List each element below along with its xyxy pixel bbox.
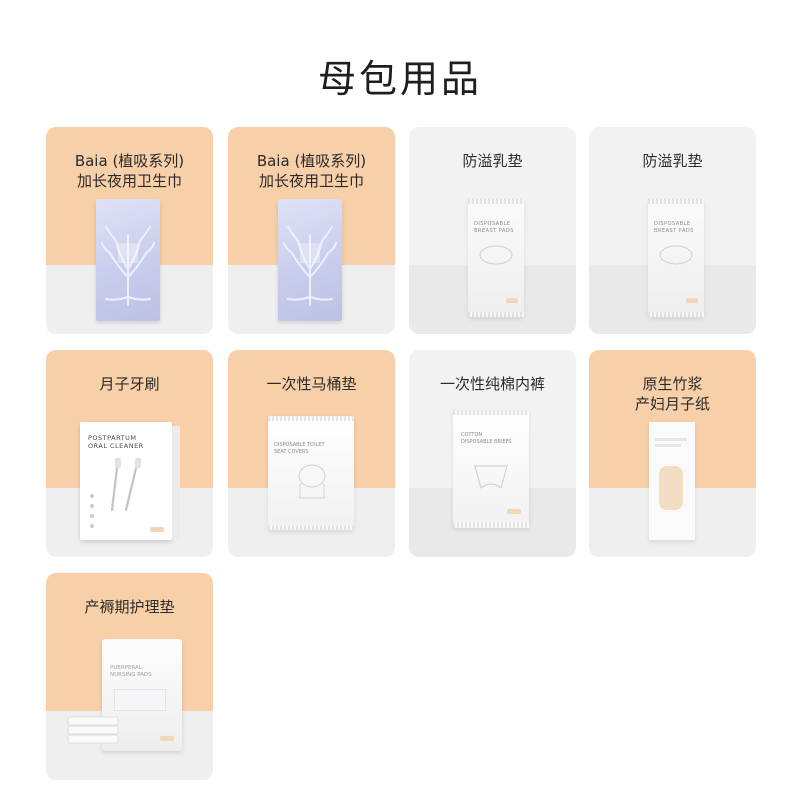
breast-pads-pouch-image: DISPOSABLE BREAST PADS [468, 199, 524, 317]
pouch-text-line: SEAT COVERS [274, 449, 309, 455]
folded-pads-icon [67, 716, 119, 744]
sanitary-pad-bag-image [278, 199, 342, 321]
product-label-line: 原生竹浆 [642, 375, 703, 393]
pouch-seal [268, 416, 354, 421]
pack-text: PUERPERAL NURSING PADS [110, 665, 152, 679]
tree-graphic-icon [283, 226, 337, 306]
box-side [172, 426, 180, 538]
pouch-seal [468, 312, 524, 317]
product-label-line: 一次性纯棉内裤 [439, 375, 545, 393]
pouch-text: COTTON DISPOSABLE BRIEFS [461, 432, 512, 446]
pouch-text-line: DISPOSABLE [654, 221, 691, 227]
product-label-line: 加长夜用卫生巾 [258, 172, 364, 190]
box-text-line: POSTPARTUM [88, 434, 137, 442]
pouch-text-line: DISPOSABLE BRIEFS [461, 439, 512, 445]
pouch-text-line: DISPOSABLE [474, 221, 511, 227]
brand-tag [686, 298, 698, 303]
pouch-text-line: BREAST PADS [474, 228, 514, 234]
product-label-line: 产妇月子纸 [634, 395, 710, 413]
product-label-line: 产褥期护理垫 [84, 598, 175, 616]
pouch-text-line: BREAST PADS [654, 228, 694, 234]
product-card-bamboo-paper[interactable]: 原生竹浆 产妇月子纸 [589, 350, 756, 557]
product-label: 产褥期护理垫 [46, 597, 213, 617]
pouch-seal [468, 199, 524, 204]
product-card-cotton-briefs[interactable]: 一次性纯棉内裤 COTTON DISPOSABLE BRIEFS [409, 350, 576, 557]
breast-pads-pouch-image: DISPOSABLE BREAST PADS [648, 199, 704, 317]
pouch-text: DISPOSABLE TOILET SEAT COVERS [274, 442, 325, 456]
pouch-seal [453, 523, 529, 528]
pouch-seal [268, 525, 354, 530]
pouch-text: DISPOSABLE BREAST PADS [474, 221, 514, 235]
product-label-line: Baia (植吸系列) [256, 152, 367, 170]
product-label-line: Baia (植吸系列) [74, 152, 185, 170]
product-label: 月子牙刷 [46, 374, 213, 394]
product-label: Baia (植吸系列) 加长夜用卫生巾 [228, 151, 395, 191]
toothbrush-icon [110, 458, 141, 512]
pad-illustration-icon [114, 689, 166, 711]
product-card-breast-pads-1[interactable]: 防溢乳垫 DISPOSABLE BREAST PADS [409, 127, 576, 334]
text-placeholder [655, 438, 687, 441]
product-label-line: 一次性马桶垫 [266, 375, 357, 393]
product-label: 一次性纯棉内裤 [409, 374, 576, 394]
pouch-text-line: DISPOSABLE TOILET [274, 442, 325, 448]
product-label-line: 防溢乳垫 [642, 152, 703, 170]
oral-cleaner-box-image: POSTPARTUM ORAL CLEANER [80, 422, 180, 540]
product-card-nursing-pads[interactable]: 产褥期护理垫 PUERPERAL NURSING PADS [46, 573, 213, 780]
product-label: 防溢乳垫 [409, 151, 576, 171]
paper-strip-image [649, 422, 695, 540]
product-card-night-pad-1[interactable]: Baia (植吸系列) 加长夜用卫生巾 [46, 127, 213, 334]
product-label-line: 月子牙刷 [99, 375, 160, 393]
pouch-seal [648, 312, 704, 317]
pouch-seal [453, 410, 529, 415]
brand-tag [506, 298, 518, 303]
brand-tag [507, 509, 521, 514]
pouch-text: DISPOSABLE BREAST PADS [654, 221, 694, 235]
brand-tag [160, 736, 174, 741]
brand-tag [150, 527, 164, 532]
product-label: Baia (植吸系列) 加长夜用卫生巾 [46, 151, 213, 191]
briefs-pouch-image: COTTON DISPOSABLE BRIEFS [453, 410, 529, 528]
product-label-line: 防溢乳垫 [462, 152, 523, 170]
product-label: 防溢乳垫 [589, 151, 756, 171]
box-text-line: ORAL CLEANER [88, 442, 144, 450]
sanitary-pad-bag-image [96, 199, 160, 321]
product-card-toothbrush[interactable]: 月子牙刷 POSTPARTUM ORAL CLEANER [46, 350, 213, 557]
feature-bullets-icon [90, 494, 94, 528]
product-label-line: 加长夜用卫生巾 [76, 172, 182, 190]
product-label: 原生竹浆 产妇月子纸 [589, 374, 756, 414]
pad-outline-icon [659, 245, 693, 265]
box-text: POSTPARTUM ORAL CLEANER [88, 434, 144, 450]
text-placeholder [655, 444, 681, 447]
paper-sample-icon [659, 466, 683, 510]
toilet-icon [298, 464, 326, 499]
product-card-toilet-seat[interactable]: 一次性马桶垫 DISPOSABLE TOILET SEAT COVERS [228, 350, 395, 557]
briefs-icon [474, 465, 508, 489]
nursing-pads-pack-image: PUERPERAL NURSING PADS [102, 639, 182, 751]
pack-text-line: NURSING PADS [110, 672, 152, 678]
pouch-seal [648, 199, 704, 204]
product-label: 一次性马桶垫 [228, 374, 395, 394]
pad-outline-icon [479, 245, 513, 265]
pack-text-line: PUERPERAL [110, 665, 142, 671]
tree-graphic-icon [101, 226, 155, 306]
toilet-seat-pouch-image: DISPOSABLE TOILET SEAT COVERS [268, 416, 354, 530]
pouch-text-line: COTTON [461, 432, 483, 438]
product-card-breast-pads-2[interactable]: 防溢乳垫 DISPOSABLE BREAST PADS [589, 127, 756, 334]
product-card-night-pad-2[interactable]: Baia (植吸系列) 加长夜用卫生巾 [228, 127, 395, 334]
page-title: 母包用品 [317, 57, 482, 101]
